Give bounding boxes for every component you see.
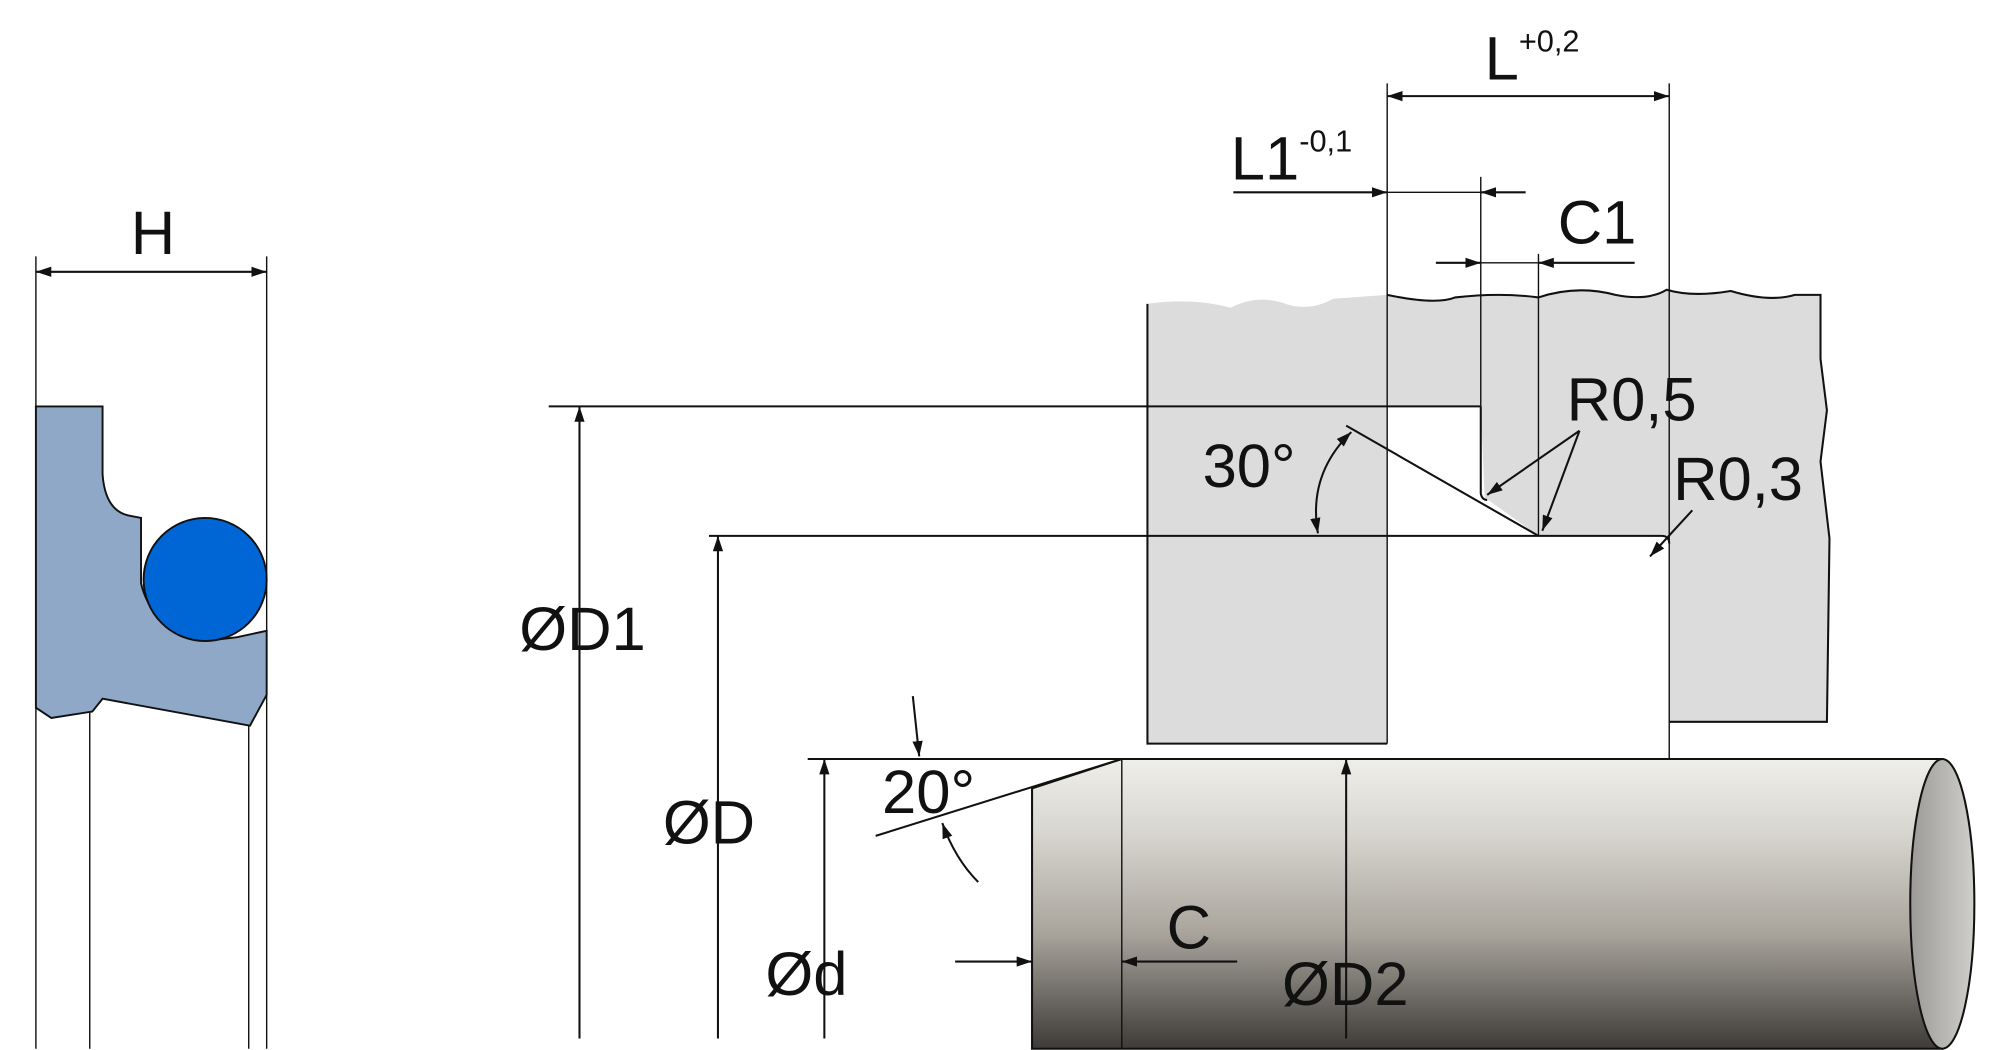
r05-leader [1541,430,1581,532]
seal-section: H [34,199,268,1049]
lead-in-20-line [875,757,1123,837]
r05-leader [1486,429,1581,496]
chamfer-30-line [1345,424,1539,537]
h-label: H [131,199,175,268]
angle-20-arrow-bottom [941,822,979,883]
angle-30-label: 30° [1203,432,1296,501]
rod-body [1031,757,1944,1050]
d1-label: ØD1 [519,595,646,664]
d2-label: ØD2 [1282,950,1409,1019]
housing-left-outline [1146,303,1388,745]
housing [1146,288,1831,745]
c1-label: C1 [1558,189,1637,258]
l1-label: L1-0,1 [1231,123,1352,193]
housing-body [1147,289,1830,744]
o-ring [142,516,268,642]
r03-leader [1649,509,1694,558]
angle-30-arc [1310,431,1352,534]
groove-wall [1479,406,1488,502]
rod [807,696,1976,1050]
angle-20-label: 20° [882,758,975,827]
d-label: ØD [663,789,755,858]
r03-label: R0,3 [1673,445,1803,514]
rod-end-face [1909,757,1976,1050]
l-label: L+0,2 [1485,23,1580,93]
r05-label: R0,5 [1567,366,1697,435]
housing-outline [1386,288,1831,723]
dimension-lines [548,83,1694,1039]
d-small-label: Ød [765,940,847,1009]
angle-20-arrow-top [911,696,923,757]
c-label: C [1167,894,1211,963]
